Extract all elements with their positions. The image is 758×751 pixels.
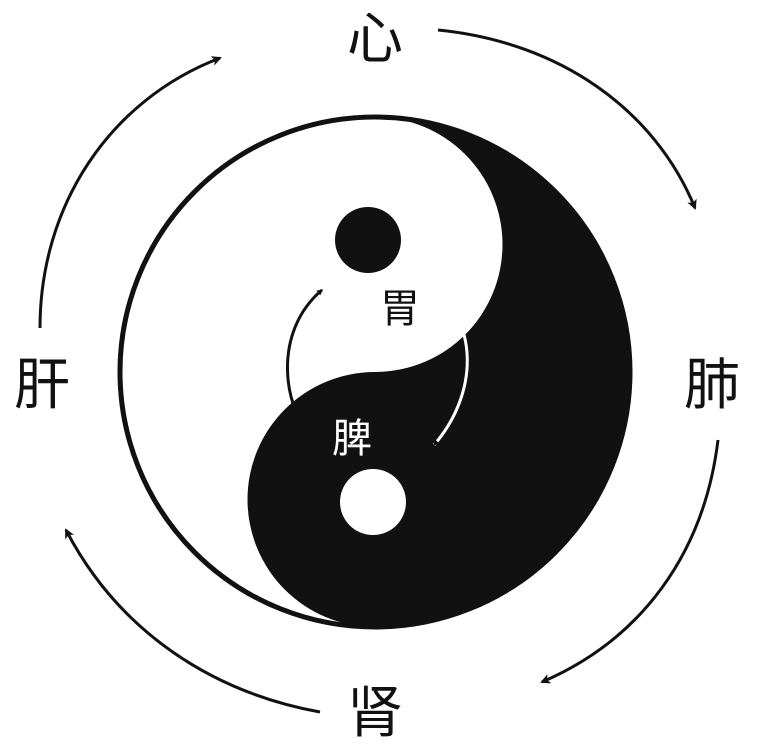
yang-dot — [340, 469, 406, 535]
organ-label-heart: 心 — [347, 7, 403, 72]
inner-arrow-down — [429, 286, 469, 446]
outer-arrow-top-left — [38, 56, 222, 329]
outer-arrow-bottom-right — [540, 439, 720, 684]
outer-arrow-top-right — [437, 28, 697, 210]
organ-label-kidney: 肾 — [347, 681, 403, 746]
organ-label-lung: 肺 — [684, 353, 740, 418]
yin-dot — [335, 207, 401, 273]
yin-yang-symbol — [117, 114, 633, 630]
center-label-stomach: 胃 — [380, 286, 420, 332]
inner-arrow-up — [286, 288, 323, 444]
center-label-spleen: 脾 — [332, 416, 372, 462]
outer-arrow-bottom-left — [64, 528, 321, 714]
organ-label-liver: 肝 — [14, 353, 70, 418]
